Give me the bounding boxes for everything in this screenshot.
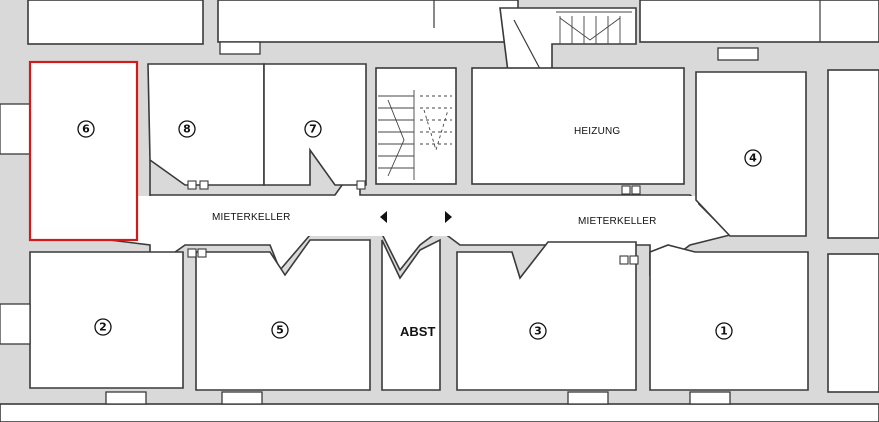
label-mieterkeller-right: MIETERKELLER [578,216,657,227]
room-number-4: 4 [744,149,762,167]
vent-8 [187,180,209,190]
room-number-7: 7 [304,120,322,138]
corridor-floor [138,196,698,236]
room-6[interactable] [29,61,138,241]
stairwell-center [375,67,457,185]
room-1[interactable] [649,244,809,391]
room-far-right-lower [827,253,879,393]
upper-room-right [639,0,879,43]
svg-text:8: 8 [183,123,191,136]
window-left-1 [0,103,31,155]
svg-text:5: 5 [276,324,284,337]
label-mieterkeller-left: MIETERKELLER [212,212,291,223]
window-1 [105,391,147,405]
window-6 [717,47,759,61]
window-5 [219,41,261,55]
svg-text:3: 3 [534,325,542,338]
room-abst[interactable] [381,238,441,391]
svg-text:7: 7 [309,123,317,136]
vent-5 [187,248,207,258]
room-far-right-upper [827,69,879,239]
arrow-right-icon [445,211,452,223]
vent-heizung [621,185,641,195]
selected-room-highlight [28,60,139,242]
window-3 [567,391,609,405]
vent-7 [356,180,366,190]
room-number-3: 3 [529,322,547,340]
room-number-2: 2 [94,318,112,336]
vent-3 [619,255,639,265]
room-8[interactable] [147,63,265,186]
label-abst: ABST [400,324,435,339]
window-2 [221,391,263,405]
svg-text:4: 4 [749,152,757,165]
upper-room-middle [217,0,519,43]
label-heizung: HEIZUNG [574,126,620,137]
room-5[interactable] [195,239,371,391]
room-number-8: 8 [178,120,196,138]
svg-text:2: 2 [99,321,107,334]
arrow-left-icon [380,211,387,223]
window-4 [689,391,731,405]
window-left-2 [0,303,31,345]
room-number-6: 6 [77,120,95,138]
room-number-5: 5 [271,321,289,339]
room-number-1: 1 [715,322,733,340]
upper-room-left [27,0,204,45]
room-heizung[interactable] [471,67,685,185]
bottom-strip [0,403,879,422]
svg-text:6: 6 [82,123,90,136]
svg-text:1: 1 [720,325,728,338]
room-3[interactable] [456,241,637,391]
